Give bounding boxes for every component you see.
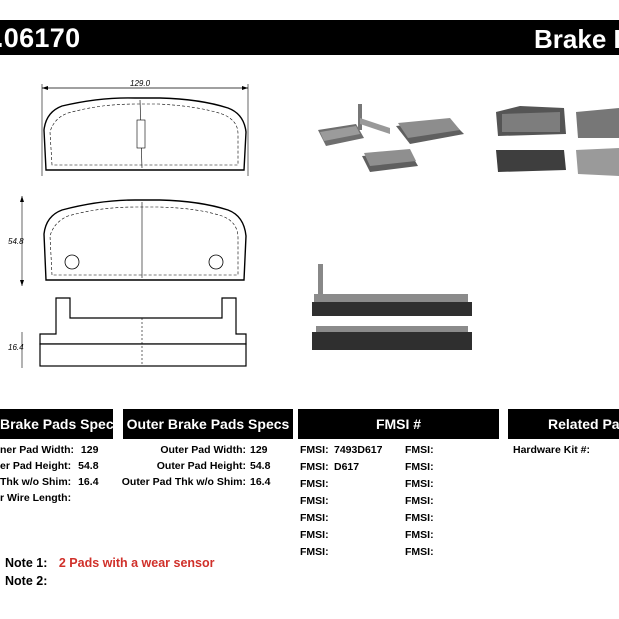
related-parts-header: Related Par xyxy=(508,409,619,439)
fmsi-label: FMSI: xyxy=(300,546,329,558)
fmsi-row: FMSI: D617 FMSI: xyxy=(300,461,500,478)
width-dimension: 129.0 xyxy=(130,79,151,88)
spec-row: Outer Pad Height: 54.8 xyxy=(120,460,295,476)
spec-value: 54.8 xyxy=(250,460,271,472)
spec-label: ner Pad Width: xyxy=(0,444,74,456)
related-parts-title: Related Par xyxy=(548,416,619,432)
fmsi-label: FMSI: xyxy=(405,529,434,541)
outer-specs-header: Outer Brake Pads Specs xyxy=(123,409,293,439)
fmsi-label: FMSI: xyxy=(300,461,329,473)
height-dimension: 54.8 xyxy=(8,237,24,246)
spec-label: Outer Pad Width: xyxy=(160,444,246,456)
note-1: Note 1: 2 Pads with a wear sensor xyxy=(5,556,214,570)
spec-row: Thk w/o Shim: 16.4 xyxy=(0,476,120,492)
fmsi-row: FMSI: 7493D617 FMSI: xyxy=(300,444,500,461)
spec-row: r Wire Length: xyxy=(0,492,120,508)
spec-value: 129 xyxy=(80,444,99,456)
outer-specs-title: Outer Brake Pads Specs xyxy=(126,416,290,432)
fmsi-header: FMSI # xyxy=(298,409,499,439)
spec-row: ner Pad Width: 129 xyxy=(0,444,120,460)
spec-row: Outer Pad Thk w/o Shim: 16.4 xyxy=(120,476,295,492)
spec-value: 16.4 xyxy=(78,476,99,488)
spec-value: 129 xyxy=(250,444,268,456)
fmsi-row: FMSI: FMSI: xyxy=(300,495,500,512)
pad-photo-pairs xyxy=(496,106,619,176)
spec-row: Outer Pad Width: 129 xyxy=(120,444,295,460)
spec-label: Thk w/o Shim: xyxy=(0,476,72,488)
fmsi-row: FMSI: FMSI: xyxy=(300,478,500,495)
fmsi-label: FMSI: xyxy=(405,461,434,473)
fmsi-label: FMSI: xyxy=(405,546,434,558)
fmsi-label: FMSI: xyxy=(300,444,329,456)
note-label: Note 2: xyxy=(5,574,48,588)
fmsi-label: FMSI: xyxy=(300,478,329,490)
fmsi-value: D617 xyxy=(334,461,360,473)
spec-label: r Wire Length: xyxy=(0,492,72,504)
fmsi-label: FMSI: xyxy=(405,495,434,507)
fmsi-row: FMSI: FMSI: xyxy=(300,512,500,529)
note-text: 2 Pads with a wear sensor xyxy=(58,556,215,570)
fmsi-label: FMSI: xyxy=(405,512,434,524)
spec-label: Outer Pad Thk w/o Shim: xyxy=(121,476,246,488)
outer-specs-list: Outer Pad Width: 129 Outer Pad Height: 5… xyxy=(120,444,295,492)
pad-photo-angled xyxy=(318,104,464,172)
spec-value: 54.8 xyxy=(78,460,99,472)
hardware-kit-label: Hardware Kit #: xyxy=(513,444,591,456)
fmsi-row: FMSI: FMSI: xyxy=(300,529,500,546)
technical-drawing: 129.0 54.8 16.4 xyxy=(8,79,249,368)
fmsi-title: FMSI # xyxy=(375,416,422,432)
inner-specs-title: Brake Pads Specs xyxy=(0,416,113,432)
spec-value: 16.4 xyxy=(250,476,271,488)
fmsi-label: FMSI: xyxy=(405,478,434,490)
fmsi-value: 7493D617 xyxy=(334,444,383,456)
fmsi-label: FMSI: xyxy=(300,512,329,524)
note-2: Note 2: xyxy=(5,574,55,588)
fmsi-label: FMSI: xyxy=(300,529,329,541)
spec-label: Outer Pad Height: xyxy=(156,460,246,472)
document-type-title: Brake F xyxy=(534,24,619,54)
spec-label: er Pad Height: xyxy=(0,460,72,472)
pad-photo-side xyxy=(312,264,472,350)
fmsi-label: FMSI: xyxy=(300,495,329,507)
hardware-kit-row: Hardware Kit #: xyxy=(513,444,590,456)
spec-row: er Pad Height: 54.8 xyxy=(0,460,120,476)
fmsi-list: FMSI: 7493D617 FMSI: FMSI: D617 FMSI: FM… xyxy=(300,444,500,563)
fmsi-label: FMSI: xyxy=(405,444,434,456)
part-number: .06170 xyxy=(0,23,81,53)
title-bar xyxy=(0,20,619,55)
inner-specs-list: ner Pad Width: 129 er Pad Height: 54.8 T… xyxy=(0,444,120,508)
thickness-dimension: 16.4 xyxy=(8,343,24,352)
pad-side-profile xyxy=(39,297,247,345)
inner-specs-header: Brake Pads Specs xyxy=(0,409,113,439)
fmsi-row: FMSI: FMSI: xyxy=(300,546,500,563)
note-label: Note 1: xyxy=(5,556,48,570)
